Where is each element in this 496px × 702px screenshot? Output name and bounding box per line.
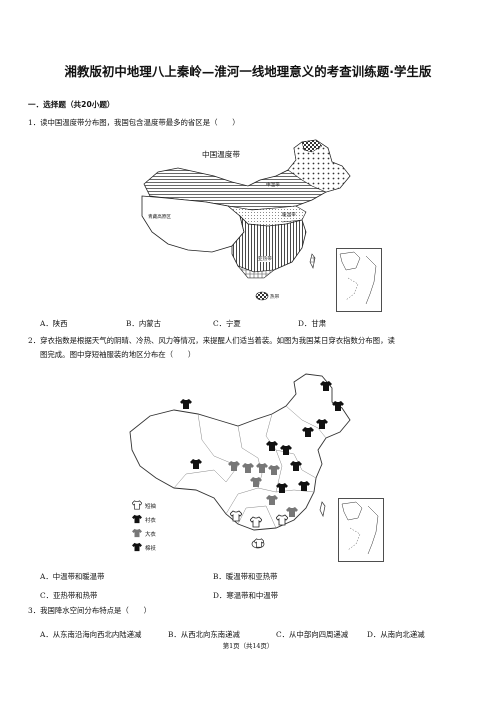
q1-option-d[interactable]: D．甘肃: [298, 319, 327, 328]
legend-padded-jacket: 棉袄: [145, 546, 156, 552]
legend-coat: 大衣: [145, 532, 156, 538]
q3-option-b[interactable]: B．从西北向东南递减: [168, 630, 240, 639]
map-label-middle-temperate: 中温带: [266, 183, 280, 188]
question-1-stem: 1．读中国温度带分布图，我国包含温度带最多的省区是（ ）: [28, 118, 240, 127]
question-3-stem: 3．我国降水空间分布特点是（ ）: [28, 606, 151, 615]
temperature-zone-map: [141, 139, 351, 301]
map-title: 中国温度带: [202, 149, 240, 160]
page-title: 湘教版初中地理八上秦岭—淮河一线地理意义的考查训练题·学生版: [64, 64, 432, 79]
map-label-subtropical: 亚热带: [258, 256, 272, 262]
legend-shirt: 衬衣: [145, 518, 156, 524]
hainan-island: [255, 291, 269, 301]
map-label-tropical: 热带: [270, 295, 280, 300]
map-label-qinghai-tibet: 青藏高原区: [148, 215, 171, 220]
section-heading: 一．选择题（共20小题）: [28, 100, 115, 109]
page-footer: 第1页（共14页）: [222, 642, 274, 650]
zone-subtropical: [231, 214, 307, 273]
clothing-index-map: [129, 373, 351, 549]
q2-option-d[interactable]: D．寒温带和中温带: [213, 591, 279, 600]
q3-option-c[interactable]: C．从中部向四周递减: [276, 630, 349, 639]
zone-tropical: [237, 265, 275, 279]
question-2-stem-line2: 图完成。图中穿短袖服装的地区分布在（ ）: [40, 350, 196, 359]
china-outline: [129, 373, 351, 531]
q1-option-b[interactable]: B．内蒙古: [126, 319, 161, 328]
q3-option-a[interactable]: A．从东南沿海向西北内陆递减: [40, 630, 142, 639]
zone-cold-temperate: [287, 139, 351, 193]
south-china-sea-inset-2: [338, 498, 384, 562]
q2-option-c[interactable]: C．亚热带和热带: [40, 591, 98, 600]
legend-short-sleeve: 短袖: [145, 504, 156, 510]
south-china-sea-inset: [336, 248, 382, 312]
q1-option-c[interactable]: C．宁夏: [213, 319, 241, 328]
q2-option-a[interactable]: A．中温带和暖温带: [40, 572, 105, 581]
q1-option-a[interactable]: A．陕西: [40, 319, 68, 328]
map-label-warm-temperate: 暖温带: [282, 213, 296, 218]
q3-option-d[interactable]: D．从南向北递减: [367, 630, 425, 639]
cold-zone-top: [301, 139, 323, 153]
taiwan-island: [309, 253, 316, 269]
question-2-stem-line1: 2．穿衣指数是根据天气的阴晴、冷热、风力等情况，来提醒人们适当着装。如图为我国某…: [28, 336, 395, 345]
q2-option-b[interactable]: B．暖温带和亚热带: [213, 572, 278, 581]
